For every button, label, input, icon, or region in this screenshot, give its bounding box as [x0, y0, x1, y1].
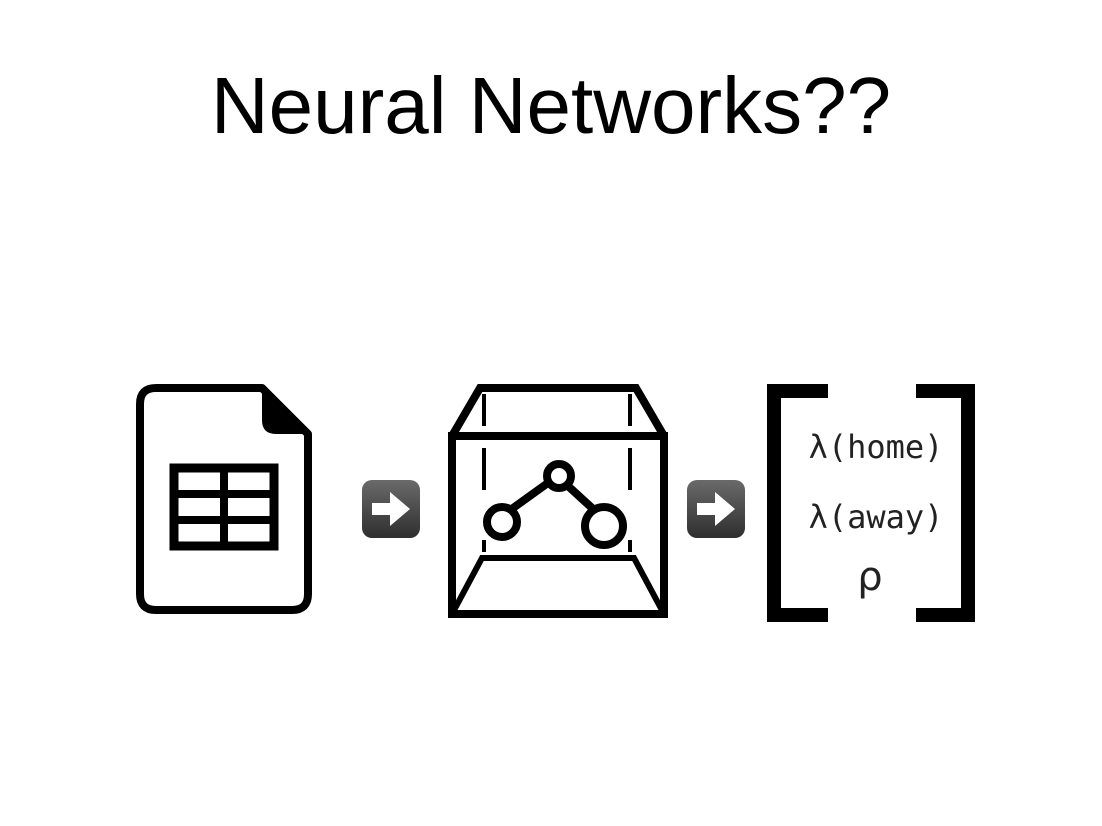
output-lambda-home: λ(home): [809, 428, 944, 466]
output-vector: λ(home) λ(away) ρ: [767, 384, 975, 622]
graph-box-icon: [448, 384, 668, 618]
spreadsheet-icon: [136, 384, 312, 614]
right-arrow-icon: [362, 480, 420, 538]
left-bracket-icon: [767, 384, 828, 622]
right-arrow-icon: [687, 480, 745, 538]
slide-title: Neural Networks??: [210, 61, 892, 150]
output-lambda-away: λ(away): [809, 498, 944, 536]
right-bracket-icon: [916, 384, 975, 622]
output-rho: ρ: [857, 554, 882, 600]
